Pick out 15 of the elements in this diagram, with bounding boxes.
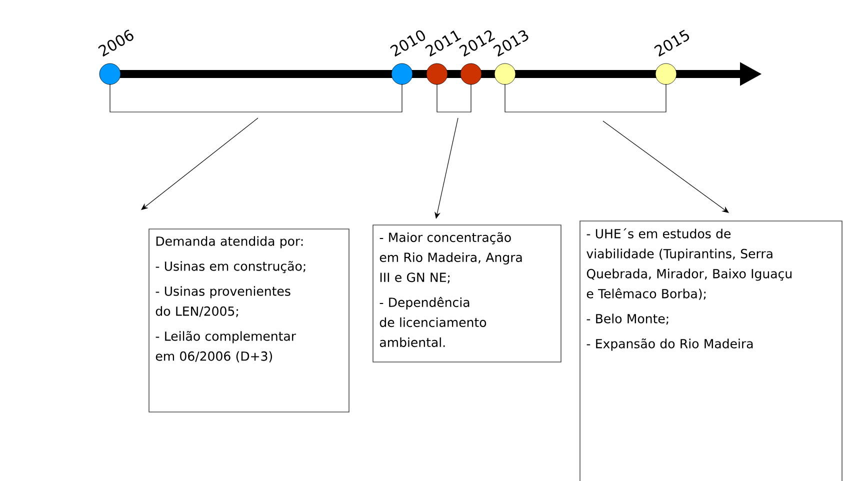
timeline-dot [494, 63, 516, 85]
timeline-dot [655, 63, 677, 85]
arrow [602, 120, 729, 213]
text-box: Demanda atendida por: - Usinas em construção; - Usinas provenientes do LEN/2005; - Leilão complementar em 06/2006 (D+3) [148, 228, 350, 412]
timeline-dot [426, 63, 448, 85]
bracket [436, 84, 472, 112]
text-box: - Maior concentração em Rio Madeira, Angra III e GN NE; - Dependência de licenciamento ambiental. [372, 224, 562, 362]
arrow [434, 118, 458, 219]
timeline-dot [99, 63, 121, 85]
bracket [110, 84, 402, 112]
timeline-dot [391, 63, 413, 85]
timeline-dot [460, 63, 482, 85]
arrow [141, 118, 258, 210]
text-box: - UHE´s em estudos de viabilidade (Tupirantins, Serra Quebrada, Mirador, Baixo Iguaçu e Telêmaco Borba); - Belo Monte; - Expansão do Rio Madeira [580, 220, 842, 481]
bracket [504, 84, 666, 112]
